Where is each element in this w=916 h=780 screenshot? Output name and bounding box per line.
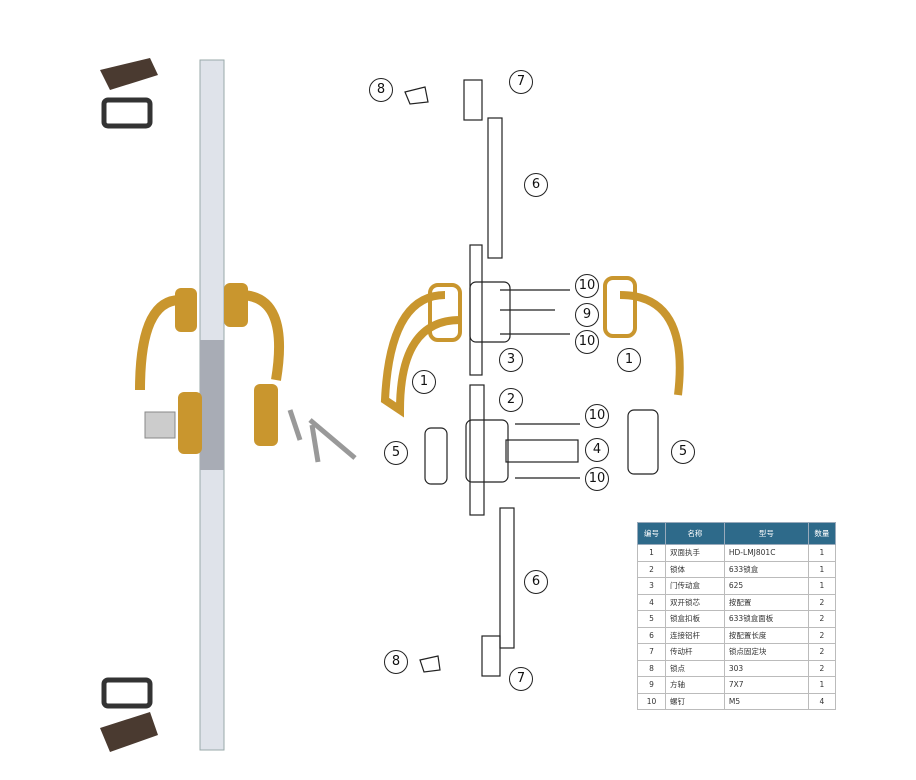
table-cell: 门传动盒	[665, 577, 725, 595]
callout-6: 6	[524, 173, 548, 197]
table-cell: 2	[807, 593, 837, 611]
table-cell: 303	[723, 659, 809, 677]
callout-10: 10	[585, 467, 609, 491]
table-cell: 3	[637, 577, 666, 595]
callout-1: 1	[617, 348, 641, 372]
callout-7: 8	[369, 78, 393, 102]
callout-4: 4	[585, 438, 609, 462]
table-cell: 连接铝杆	[665, 626, 725, 644]
callout-6: 6	[524, 570, 548, 594]
table-cell: 2	[807, 626, 837, 644]
table-cell: 633锁盒	[723, 560, 809, 578]
table-cell: 4	[807, 692, 837, 710]
callout-10: 10	[575, 274, 599, 298]
callout-5: 5	[671, 440, 695, 464]
table-cell: 625	[723, 577, 809, 595]
callout-7: 7	[509, 667, 533, 691]
table-cell: 5	[637, 610, 666, 628]
callout-10: 10	[585, 404, 609, 428]
callout-2: 2	[499, 388, 523, 412]
callout-5: 5	[384, 441, 408, 465]
table-cell: 方轴	[665, 676, 725, 694]
table-cell: 锁体	[665, 560, 725, 578]
table-cell: 2	[807, 610, 837, 628]
table-cell: 螺钉	[665, 692, 725, 710]
table-cell: M5	[723, 692, 809, 710]
table-cell: 双开锁芯	[665, 593, 725, 611]
table-cell: 8	[637, 659, 666, 677]
table-cell: 4	[637, 593, 666, 611]
strike-plate-bottom	[100, 712, 158, 752]
table-cell: 9	[637, 676, 666, 694]
callout-1: 1	[412, 370, 436, 394]
table-cell: 双面执手	[665, 544, 725, 562]
table-cell: 传动杆	[665, 643, 725, 661]
callout-7: 7	[509, 70, 533, 94]
table-cell: 6	[637, 626, 666, 644]
callout-9: 9	[575, 303, 599, 327]
column-header: 名称	[665, 522, 725, 545]
table-cell: 7	[637, 643, 666, 661]
table-cell: 1	[807, 560, 837, 578]
gasket-top	[101, 97, 153, 129]
table-cell: HD-LMJ801C	[723, 544, 809, 562]
table-cell: 1	[807, 676, 837, 694]
column-header: 型号	[723, 522, 809, 545]
callout-3: 3	[499, 348, 523, 372]
table-cell: 7X7	[723, 676, 809, 694]
table-cell: 1	[807, 577, 837, 595]
table-cell: 10	[637, 692, 666, 710]
assembled-lock-illustration	[100, 58, 357, 752]
table-cell: 锁盒扣板	[665, 610, 725, 628]
callout-10: 10	[575, 330, 599, 354]
strike-plate-top	[100, 58, 158, 90]
table-cell: 2	[807, 643, 837, 661]
table-cell: 锁点固定块	[723, 643, 809, 661]
table-cell: 锁点	[665, 659, 725, 677]
table-cell: 1	[807, 544, 837, 562]
column-header: 编号	[637, 522, 666, 545]
table-cell: 按配置	[723, 593, 809, 611]
table-cell: 633锁盒面板	[723, 610, 809, 628]
table-cell: 2	[637, 560, 666, 578]
table-cell: 1	[637, 544, 666, 562]
table-header: 编号名称型号数量	[637, 522, 837, 545]
callout-8: 8	[384, 650, 408, 674]
exploded-view	[380, 79, 684, 677]
gasket-bottom	[101, 677, 153, 709]
column-header: 数量	[807, 522, 837, 545]
table-cell: 2	[807, 659, 837, 677]
table-cell: 按配置长度	[723, 626, 809, 644]
